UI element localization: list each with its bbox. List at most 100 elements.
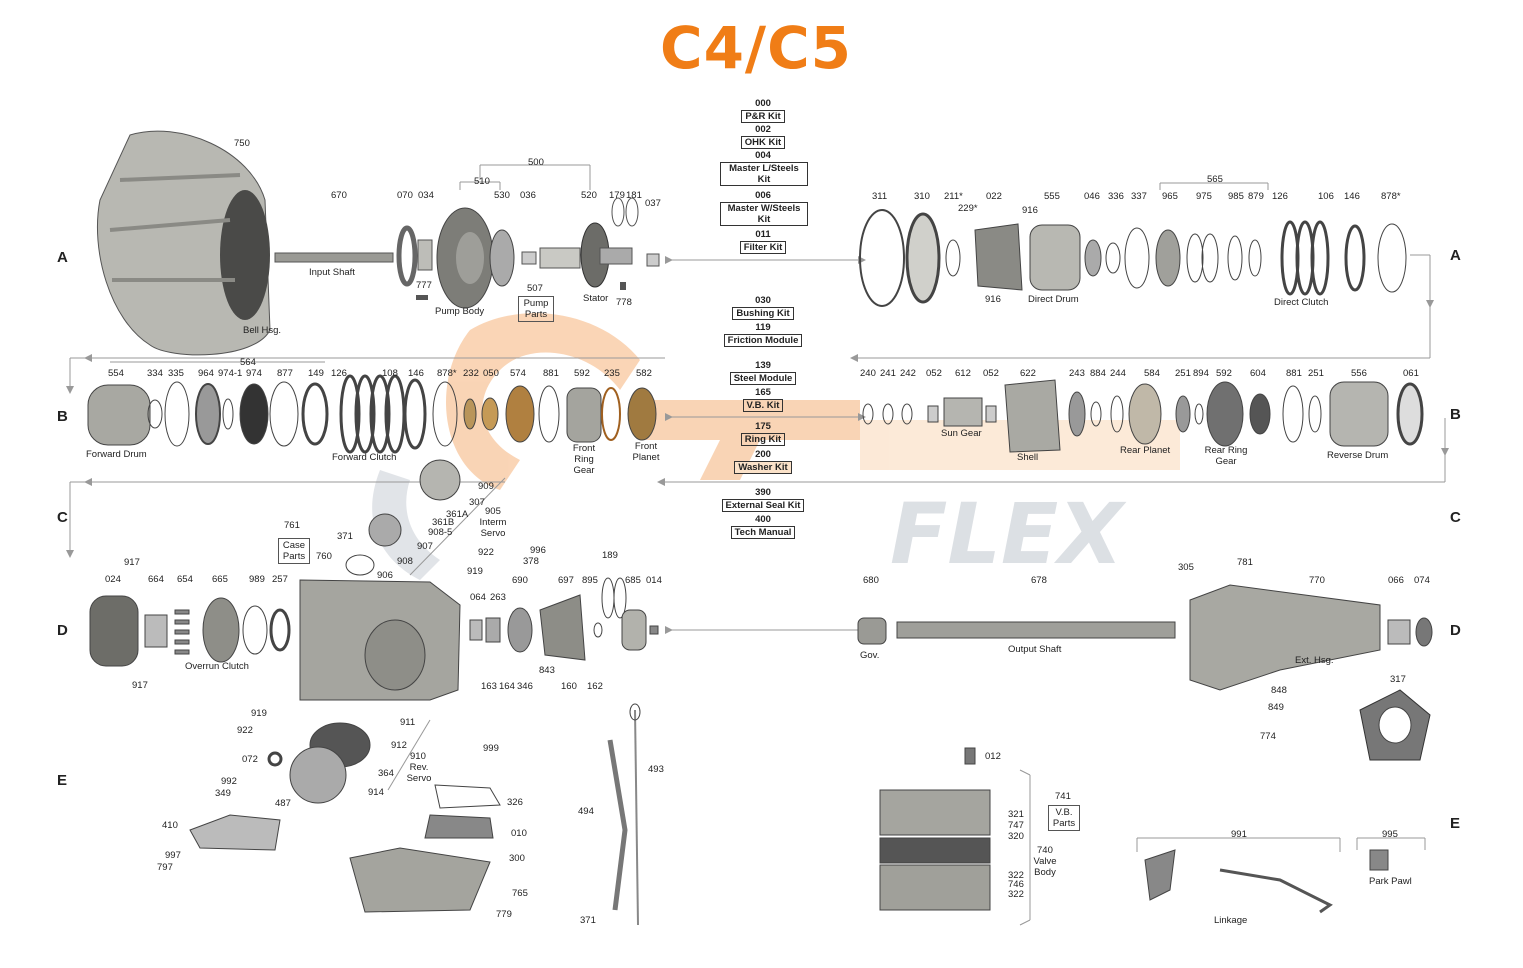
part-number-label: 162 [587, 681, 603, 692]
part-number-label: 604 [1250, 368, 1266, 379]
part-number-label: 010 [511, 828, 527, 839]
bell-housing-part [97, 130, 271, 356]
kit-name: Tech Manual [730, 526, 796, 539]
part-number-label: 770 [1309, 575, 1325, 586]
part-number-label: 877 [277, 368, 293, 379]
component-name: Rear Planet [1120, 445, 1171, 456]
part-number-label: 520 [581, 190, 597, 201]
component-name: Output Shaft [1008, 644, 1062, 655]
part-number-label: 036 [520, 190, 536, 201]
part-number-label: 556 [1351, 368, 1367, 379]
part-number-label: 317 [1390, 674, 1406, 685]
kit-number: 165 [755, 387, 771, 398]
part-number-label: 919 [251, 708, 267, 719]
component-name: Input Shaft [309, 267, 355, 278]
component-name: Front Ring Gear [572, 443, 596, 476]
row-label-right-c: C [1450, 509, 1461, 526]
part-number-label: 061 [1403, 368, 1419, 379]
part-number-label: 243 [1069, 368, 1085, 379]
part-number-label: 622 [1020, 368, 1036, 379]
row-label-left-e: E [57, 772, 68, 789]
part-number-label: 919 [467, 566, 483, 577]
part-number-label: 582 [636, 368, 652, 379]
part-number-label: 034 [418, 190, 434, 201]
kit-name: OHK Kit [740, 136, 786, 149]
part-number-label: 241 [880, 368, 896, 379]
row-label-left-a: A [57, 249, 68, 266]
kit-name: Filter Kit [739, 241, 787, 254]
part-number-label: 678 [1031, 575, 1047, 586]
kit-number: 030 [755, 295, 771, 306]
part-number-label: 307 [469, 497, 485, 508]
component-name: Forward Clutch [332, 452, 397, 463]
part-number-label: 126 [1272, 191, 1288, 202]
part-number-label: 685 [625, 575, 641, 586]
part-number-label: 244 [1110, 368, 1126, 379]
part-number-label: 574 [510, 368, 526, 379]
part-number-label: 690 [512, 575, 528, 586]
part-number-label: 022 [986, 191, 1002, 202]
component-name: Forward Drum [86, 449, 147, 460]
kit-name: Steel Module [729, 372, 797, 385]
kit-number: 139 [755, 360, 771, 371]
row-label-right-a: A [1450, 247, 1461, 264]
kit-number: 400 [755, 514, 771, 525]
part-number-label: 371 [580, 915, 596, 926]
part-number-label: 146 [1344, 191, 1360, 202]
part-number-label: 740 [1037, 845, 1053, 856]
component-name: Rear Ring Gear [1204, 445, 1248, 467]
part-number-label: 911 [400, 717, 416, 728]
direct-clutch-group [859, 209, 1407, 307]
forward-clutch-group [87, 374, 657, 454]
part-number-label: 565 [1207, 174, 1223, 185]
part-number-label: 240 [860, 368, 876, 379]
component-name: Front Planet [632, 441, 660, 463]
part-number-label: 106 [1318, 191, 1334, 202]
component-name: Valve Body [1033, 856, 1057, 878]
part-number-label: 064 [470, 592, 486, 603]
part-number-label: 189 [602, 550, 618, 561]
part-number-label: 965 [1162, 191, 1178, 202]
part-number-label: 257 [272, 574, 288, 585]
kit-number: 004 [755, 150, 771, 161]
part-number-label: 774 [1260, 731, 1276, 742]
part-number-label: 999 [483, 743, 499, 754]
part-number-label: 922 [478, 547, 494, 558]
part-number-label: 912 [391, 740, 407, 751]
part-number-label: 974 [246, 368, 262, 379]
part-number-label: 500 [528, 157, 544, 168]
part-number-label: 797 [157, 862, 173, 873]
part-number-label: 917 [124, 557, 140, 568]
part-number-label: 584 [1144, 368, 1160, 379]
part-number-label: 530 [494, 190, 510, 201]
kit-number: 200 [755, 449, 771, 460]
kit-name: Washer Kit [734, 461, 792, 474]
flow-lines [69, 164, 1446, 926]
kit-name: Master W/Steels Kit [720, 202, 808, 226]
kit-number: 002 [755, 124, 771, 135]
component-name: Shell [1017, 452, 1039, 463]
part-number-label: 211* [944, 191, 963, 202]
part-number-label: 066 [1388, 575, 1404, 586]
part-number-label: 311 [872, 191, 888, 202]
part-number-label: 235 [604, 368, 620, 379]
part-number-label: 012 [985, 751, 1001, 762]
part-number-label: 878* [1381, 191, 1401, 202]
part-number-label: 074 [1414, 575, 1430, 586]
part-number-label: 179 [609, 190, 625, 201]
part-number-label: 760 [316, 551, 332, 562]
part-number-label: 881 [543, 368, 559, 379]
part-number-label: 487 [275, 798, 291, 809]
part-number-label: 052 [926, 368, 942, 379]
part-number-label: 884 [1090, 368, 1106, 379]
part-number-label: 665 [212, 574, 228, 585]
part-number-label: 371 [337, 531, 353, 542]
row-label-left-c: C [57, 509, 68, 526]
component-name: Direct Drum [1028, 294, 1079, 305]
